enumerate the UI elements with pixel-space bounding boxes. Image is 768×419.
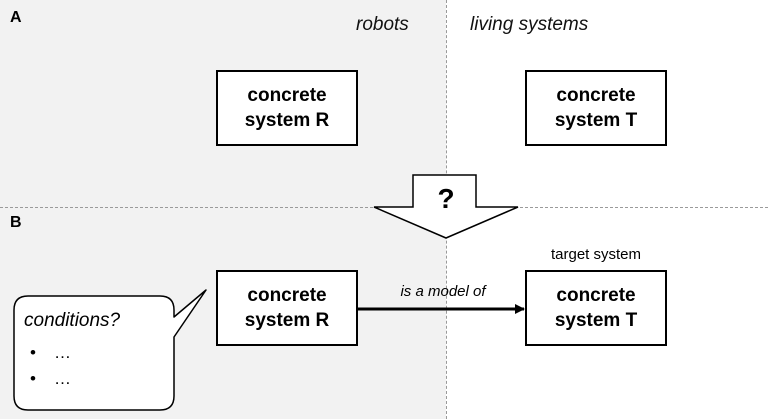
bullet-icon: • <box>30 343 36 362</box>
bullet-icon: • <box>30 369 36 388</box>
is-a-model-of-label: is a model of <box>400 283 486 300</box>
target-system-label: target system <box>550 246 642 263</box>
box-line1: concrete <box>247 85 327 106</box>
bullet-item-2: •… <box>30 366 174 392</box>
concrete-system-t-box-bottom: concrete system T <box>525 270 667 346</box>
box-line2: system R <box>244 310 330 331</box>
bullet-item-1: •… <box>30 340 174 366</box>
bullet-text: … <box>54 343 71 362</box>
robots-heading: robots <box>356 14 409 35</box>
conditions-bubble-content: conditions? •… •… <box>24 310 174 392</box>
box-line2: system R <box>244 110 330 131</box>
box-line1: concrete <box>247 285 327 306</box>
box-line1: concrete <box>556 285 636 306</box>
conditions-title: conditions? <box>24 310 121 331</box>
panel-b-label: B <box>10 214 22 231</box>
concrete-system-r-box-top: concrete system R <box>216 70 358 146</box>
speech-bubble <box>13 289 207 411</box>
down-arrow-icon <box>373 174 519 239</box>
box-line2: system T <box>554 310 638 331</box>
living-systems-heading: living systems <box>470 14 589 35</box>
box-line1: concrete <box>556 85 636 106</box>
panel-a-label: A <box>10 9 22 26</box>
box-line2: system T <box>554 110 638 131</box>
question-mark: ? <box>437 183 455 214</box>
concrete-system-t-box-top: concrete system T <box>525 70 667 146</box>
concrete-system-r-box-bottom: concrete system R <box>216 270 358 346</box>
bullet-text: … <box>54 369 71 388</box>
